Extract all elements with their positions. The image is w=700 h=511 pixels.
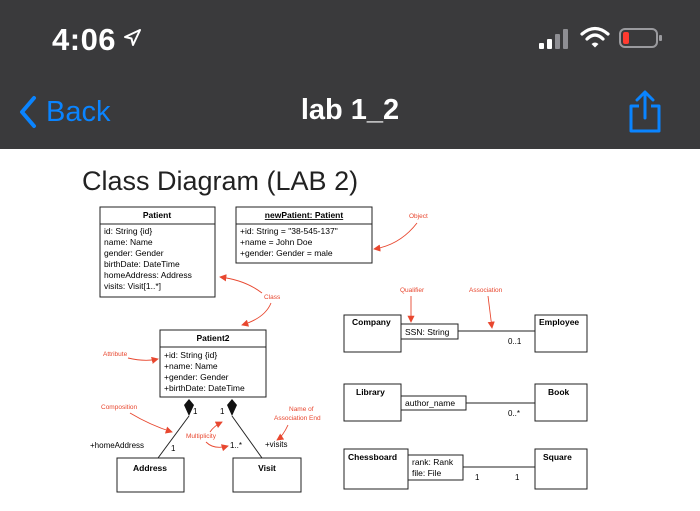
annotation-multiplicity: Multiplicity — [186, 433, 217, 440]
new-patient-object: newPatient: Patient +id: String = "38-54… — [235, 206, 373, 264]
battery-icon — [619, 28, 662, 48]
svg-text:Company: Company — [352, 317, 391, 327]
book-class: Book — [534, 383, 588, 422]
svg-text:Chessboard: Chessboard — [348, 452, 397, 462]
share-icon[interactable] — [627, 90, 663, 134]
diagram-annotations: Object Class Qualifier Association Attri… — [101, 213, 503, 452]
multiplicity-label: 0..1 — [508, 337, 522, 346]
svg-text:Square: Square — [543, 452, 572, 462]
svg-text:Book: Book — [548, 387, 570, 397]
home-address-end-label: +homeAddress — [90, 441, 144, 450]
annotation-association-end: Association End — [274, 415, 321, 422]
visit-class: Visit — [232, 457, 302, 493]
multiplicity-label: 1 — [171, 444, 176, 453]
chessboard-qualifier: rank: Rank file: File — [407, 454, 464, 481]
multiplicity-label: 1 — [220, 407, 225, 416]
annotation-attribute: Attribute — [103, 351, 128, 358]
patient2-attr: +name: Name — [164, 361, 218, 371]
author-name-qualifier: author_name — [400, 395, 467, 411]
cellular-signal-icon — [539, 29, 568, 49]
page-title: lab 1_2 — [300, 94, 400, 126]
multiplicity-label: 1..* — [230, 441, 242, 450]
company-class: Company — [343, 314, 402, 353]
address-class: Address — [116, 457, 185, 493]
annotation-composition: Composition — [101, 404, 138, 411]
chevron-left-icon — [20, 96, 36, 128]
multiplicity-label: 0..* — [508, 409, 520, 418]
multiplicity-label: 1 — [515, 473, 520, 482]
back-label: Back — [46, 95, 111, 128]
top-bar: 4:06 Back lab 1_2 — [0, 0, 700, 149]
document-title: Class Diagram (LAB 2) — [82, 166, 359, 196]
patient-attr: id: String {id} — [104, 226, 152, 236]
svg-text:Employee: Employee — [539, 317, 579, 327]
svg-text:file: File: file: File — [412, 468, 442, 478]
patient-class: Patient id: String {id} name: Name gende… — [99, 206, 216, 298]
multiplicity-label: 1 — [475, 473, 480, 482]
qualifier-box: SSN: String — [400, 323, 459, 340]
new-patient-attr: +name = John Doe — [240, 237, 313, 247]
wifi-icon — [580, 26, 610, 48]
employee-class: Employee — [534, 314, 588, 353]
patient-attr: gender: Gender — [104, 248, 164, 258]
svg-text:author_name: author_name — [405, 398, 455, 408]
patient2-attr: +gender: Gender — [164, 372, 229, 382]
square-class: Square — [534, 448, 588, 490]
location-arrow-icon — [124, 29, 141, 46]
multiplicity-label: 1 — [193, 407, 198, 416]
patient2-class: Patient2 +id: String {id} +name: Name +g… — [159, 329, 267, 398]
patient-attr: name: Name — [104, 237, 153, 247]
patient-attr: homeAddress: Address — [104, 270, 192, 280]
annotation-association: Association — [469, 287, 503, 294]
patient-attr: birthDate: DateTime — [104, 259, 180, 269]
chessboard-class: Chessboard — [343, 448, 409, 490]
back-button[interactable]: Back — [18, 92, 110, 132]
annotation-object: Object — [409, 213, 428, 220]
svg-text:rank: Rank: rank: Rank — [412, 457, 454, 467]
patient2-class-name: Patient2 — [196, 333, 229, 343]
new-patient-attr: +gender: Gender = male — [240, 248, 333, 258]
visits-end-label: +visits — [265, 440, 287, 449]
new-patient-name: newPatient: Patient — [265, 210, 344, 220]
patient2-attr: +id: String {id} — [164, 350, 217, 360]
svg-text:SSN: String: SSN: String — [405, 327, 450, 337]
annotation-name-of: Name of — [289, 406, 314, 413]
status-time: 4:06 — [52, 22, 117, 57]
patient-attr: visits: Visit[1..*] — [104, 281, 161, 291]
patient2-attr: +birthDate: DateTime — [164, 383, 245, 393]
library-class: Library — [343, 383, 402, 422]
svg-text:Visit: Visit — [258, 463, 276, 473]
annotation-class: Class — [264, 294, 281, 301]
svg-text:Library: Library — [356, 387, 385, 397]
composition-links — [157, 399, 263, 459]
svg-text:Address: Address — [133, 463, 167, 473]
annotation-qualifier: Qualifier — [400, 287, 425, 294]
patient-class-name: Patient — [143, 210, 172, 220]
new-patient-attr: +id: String = "38-545-137" — [240, 226, 338, 236]
